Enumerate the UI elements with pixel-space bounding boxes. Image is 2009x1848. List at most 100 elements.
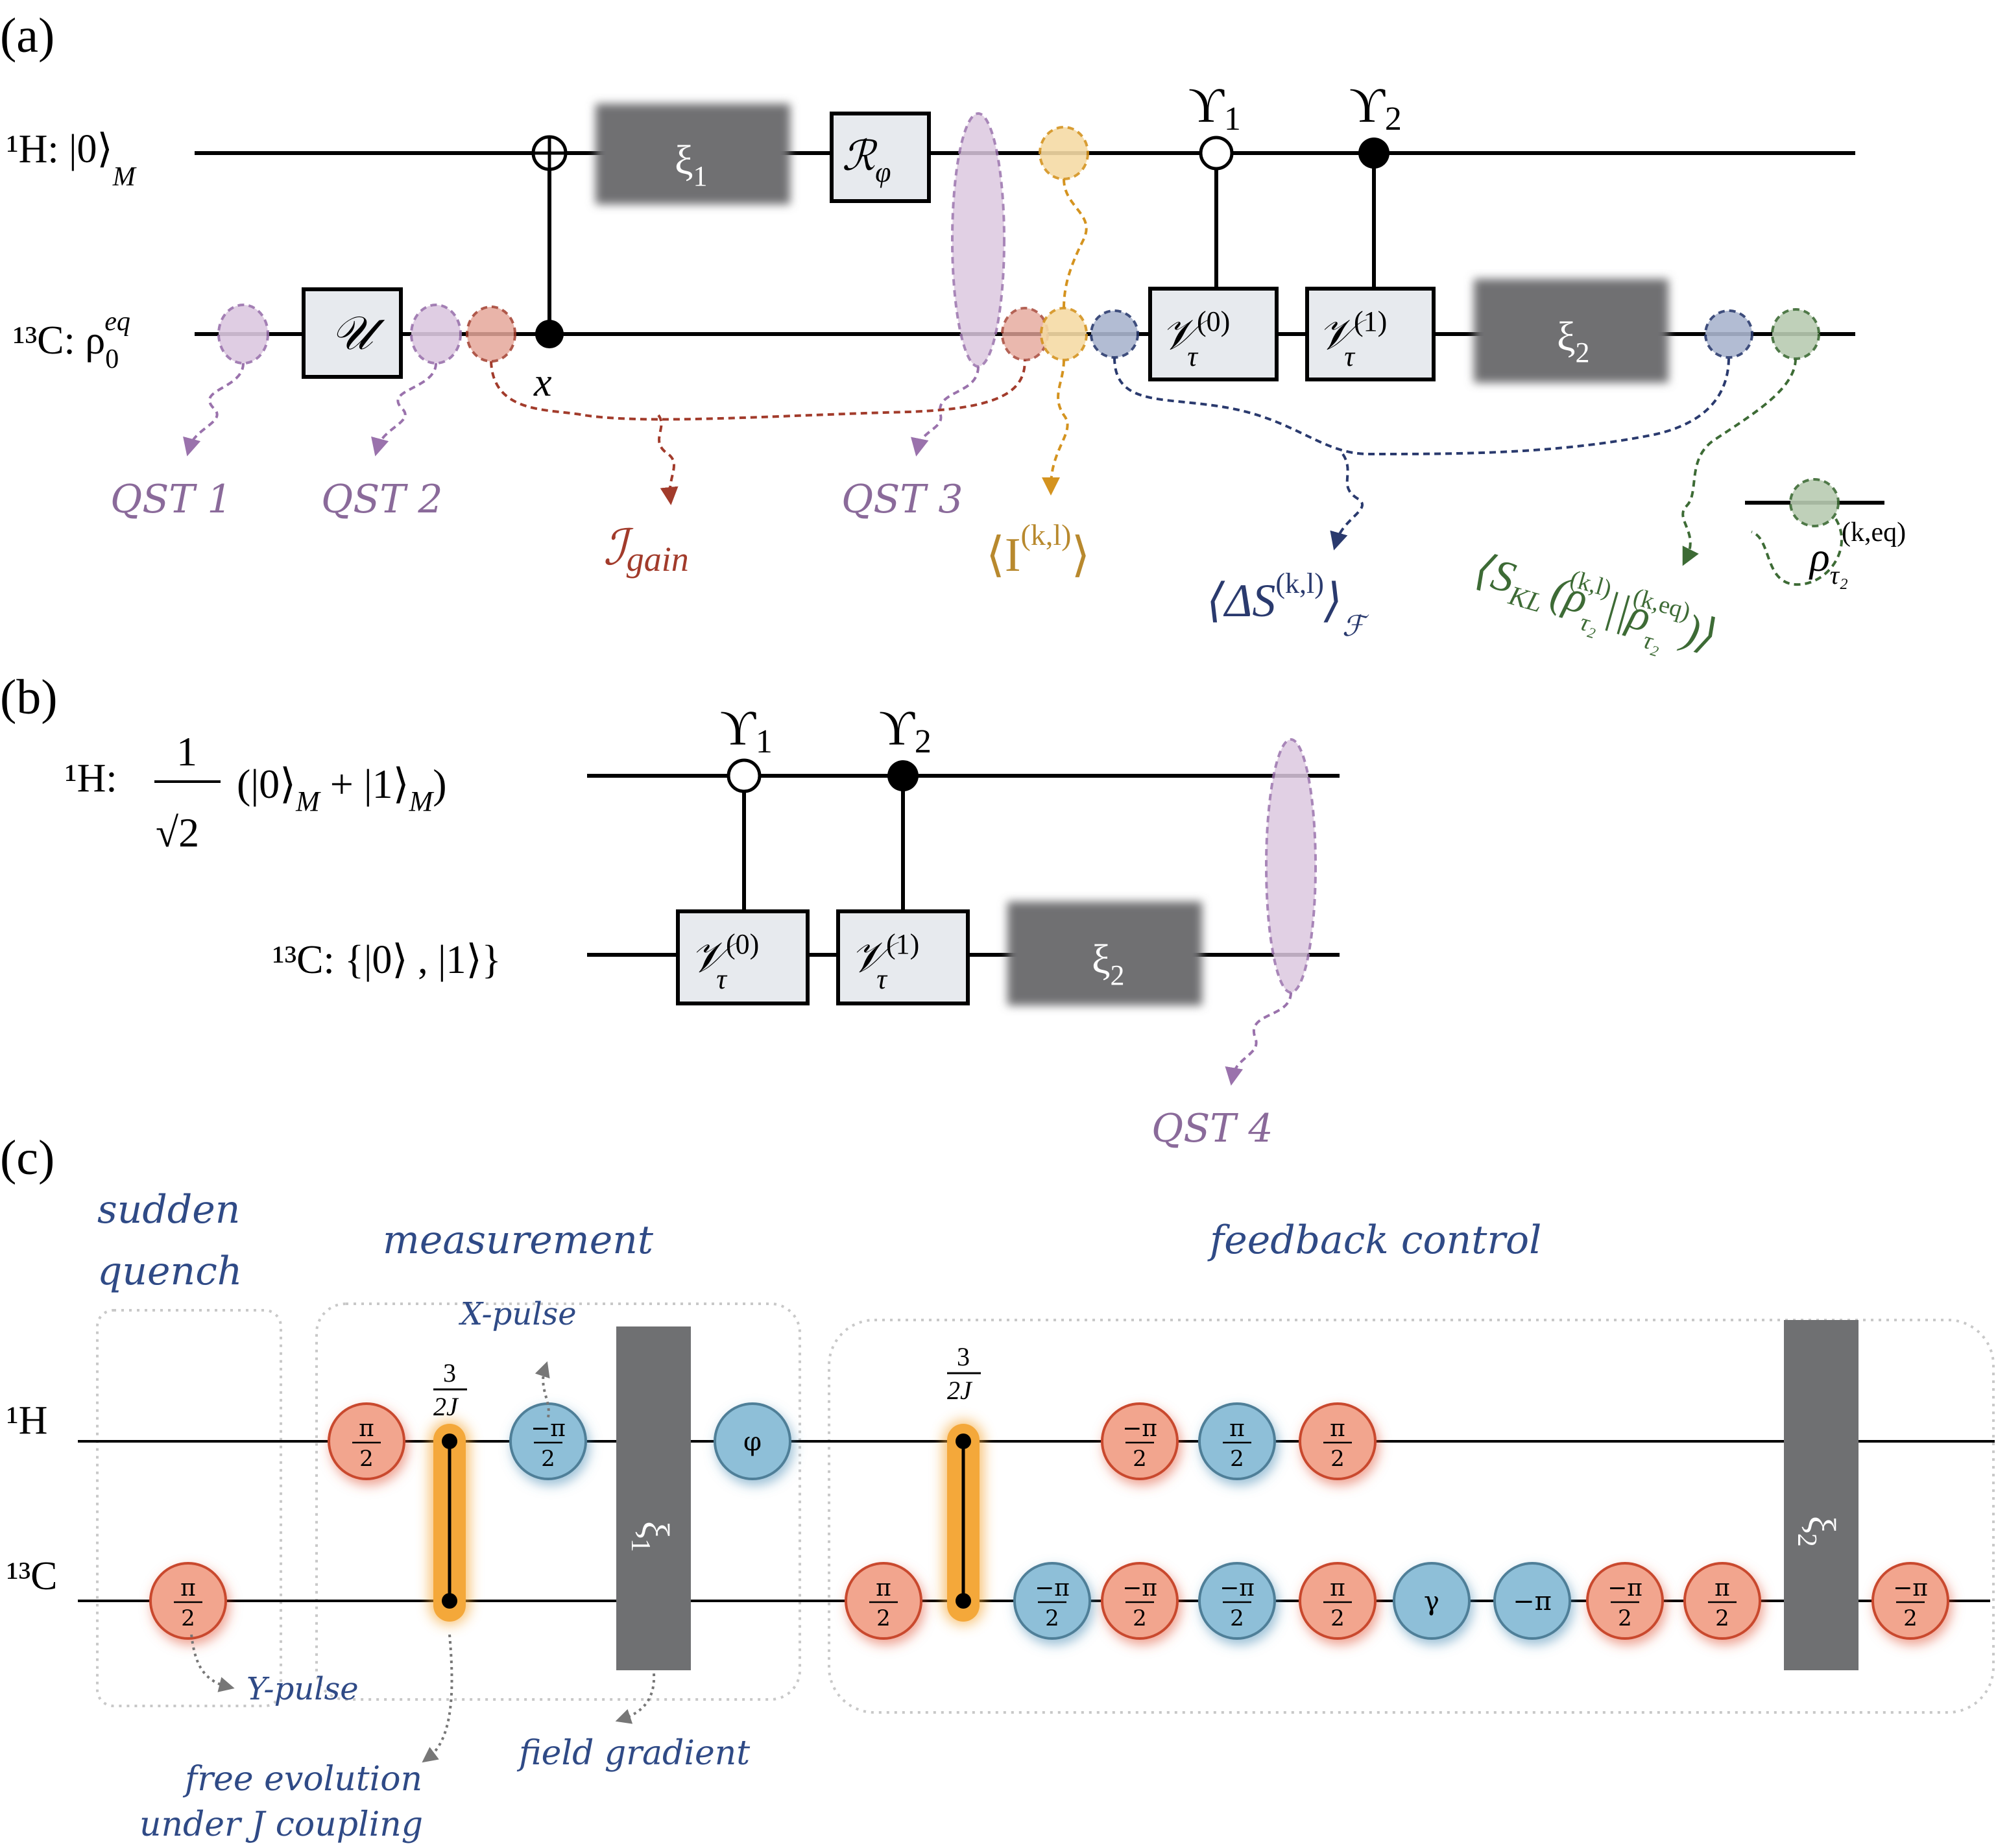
feedback-control-label: feedback control (1207, 1218, 1541, 1263)
b-upsilon2-label: ϒ2 (879, 701, 932, 760)
xi2-block (1474, 279, 1668, 383)
y-pulse-circle-15 (1683, 1562, 1761, 1640)
panel-b-h-state: (|0⟩M + |1⟩M) (237, 761, 447, 817)
ikl-arrow (1042, 359, 1069, 496)
panel-c-h-label: ¹H (6, 1398, 47, 1443)
ikl-probe-h (1039, 126, 1089, 180)
qst2-label: QST 2 (321, 477, 443, 522)
panel-b-label: (b) (0, 670, 58, 725)
igain-probe-1 (466, 306, 516, 363)
pulse-denominator-10: 2 (1230, 1605, 1244, 1631)
skl-probe (1771, 308, 1820, 360)
pulse-denominator-7: 2 (876, 1605, 891, 1631)
b-v1-gate (836, 909, 970, 1005)
panel-c: (c) sudden quench measurement feedback c… (0, 1131, 1995, 1844)
pulse-numerator-8: −π (1035, 1575, 1070, 1602)
xi1-label: ξ1 (675, 137, 708, 192)
skl-arrow (1681, 358, 1797, 566)
upsilon2-label: ϒ2 (1349, 78, 1402, 138)
pulse-denominator-16: 2 (1903, 1605, 1918, 1631)
pulse-numerator-6: π (180, 1575, 196, 1602)
pulse-label-13: −π (1513, 1587, 1552, 1616)
ikl-link (1063, 178, 1088, 309)
r-phi-gate (830, 112, 931, 203)
pulse-denominator-14: 2 (1618, 1605, 1632, 1631)
y-pulse-circle-7 (845, 1562, 922, 1640)
entropy-label: ⟨ΔS(k,l)⟩ℱ (1207, 568, 1369, 642)
u-gate (302, 287, 403, 379)
j-frac-num-1: 3 (443, 1358, 456, 1387)
pulse-label-12: γ (1424, 1587, 1439, 1616)
x-pulse-circle-12 (1393, 1562, 1471, 1640)
qst3-label: QST 3 (841, 477, 963, 522)
b-v0-gate (676, 909, 810, 1005)
rho-eq-link (1751, 518, 1844, 586)
free-evolution-label-2: under J coupling (139, 1805, 423, 1844)
pulse-numerator-11: π (1330, 1575, 1345, 1602)
entropy-link (1113, 357, 1730, 456)
qst1-arrow (183, 363, 245, 457)
rho-eq-label: ρτ₂(k,eq) (1809, 518, 1906, 590)
panel-b-frac-den: √2 (156, 810, 199, 856)
pulse-denominator-11: 2 (1330, 1605, 1345, 1631)
pulse-numerator-16: −π (1893, 1575, 1928, 1602)
xi1-block (595, 104, 790, 204)
skl-label-group: ⟨SKL(ρτ₂(k,l)||ρτ₂(k,eq))⟩ (1470, 544, 1723, 660)
upsilon2-filled-control (1358, 138, 1389, 169)
y-pulse-circle-0 (328, 1402, 405, 1480)
y-pulse-arrow (190, 1634, 235, 1692)
x-pulse-circle-8 (1013, 1562, 1091, 1640)
r-phi-label: ℛφ (842, 133, 891, 188)
igain-arrow (657, 414, 679, 505)
panel-a-c-label: ¹³C: ρ0eq (13, 307, 130, 374)
qst4-arrow (1225, 992, 1292, 1086)
sudden-quench-label-2: quench (97, 1249, 242, 1294)
x-pulse-label: X-pulse (458, 1296, 577, 1332)
y-pulse-circle-3 (1101, 1402, 1179, 1480)
c-xi1-block (616, 1326, 691, 1670)
pulse-label-2: φ (743, 1427, 762, 1457)
pulse-numerator-9: −π (1122, 1575, 1157, 1602)
pulse-denominator-0: 2 (359, 1446, 374, 1472)
pulse-numerator-5: π (1330, 1415, 1345, 1442)
v1-gate (1305, 287, 1436, 381)
c-xi1-label: ξ1 (625, 1521, 677, 1552)
pulse-numerator-0: π (359, 1415, 374, 1442)
field-gradient-arrow (615, 1673, 656, 1724)
field-gradient-label: field gradient (516, 1734, 750, 1773)
pulse-numerator-3: −π (1122, 1415, 1157, 1442)
qst4-label: QST 4 (1151, 1106, 1273, 1151)
panel-a: (a) ¹H: |0⟩M ¹³C: ρ0eq x ξ1 ℛφ 𝒰 ϒ1 (0, 8, 1906, 660)
c-xi2-label: ξ2 (1792, 1516, 1843, 1547)
pulse-numerator-15: π (1714, 1575, 1730, 1602)
entropy-arrow (1330, 453, 1364, 551)
y-pulse-circle-5 (1299, 1402, 1377, 1480)
entropy-probe-1 (1090, 309, 1139, 359)
panel-c-c-label: ¹³C (6, 1554, 58, 1598)
pulse-denominator-3: 2 (1133, 1446, 1147, 1472)
y-pulse-circle-16 (1871, 1562, 1949, 1640)
pulse-denominator-8: 2 (1045, 1605, 1059, 1631)
panel-b-c-label: ¹³C: {|0⟩ , |1⟩} (272, 938, 501, 982)
x-pulse-circle-2 (714, 1402, 791, 1480)
pulse-denominator-4: 2 (1230, 1446, 1244, 1472)
y-pulse-circle-9 (1101, 1562, 1179, 1640)
panel-b-h-label: ¹H: (65, 756, 117, 800)
free-evolution-label-1: free evolution (182, 1760, 422, 1799)
measurement-label: measurement (383, 1218, 654, 1263)
pulse-denominator-6: 2 (181, 1605, 195, 1631)
panel-c-label: (c) (0, 1131, 54, 1185)
x-pulse-circle-4 (1198, 1402, 1276, 1480)
free-evolution-arrow (422, 1634, 453, 1763)
measurement-box (315, 1302, 801, 1701)
b-upsilon2-filled-control (887, 760, 919, 791)
pulse-denominator-1: 2 (541, 1446, 555, 1472)
j-frac-num-2: 3 (957, 1342, 970, 1371)
y-pulse-circle-14 (1586, 1562, 1664, 1640)
qst3-probe (951, 112, 1005, 368)
sudden-quench-label-1: sudden (97, 1187, 240, 1232)
igain-probe-2 (1001, 307, 1049, 361)
qst3-arrow (911, 366, 980, 457)
